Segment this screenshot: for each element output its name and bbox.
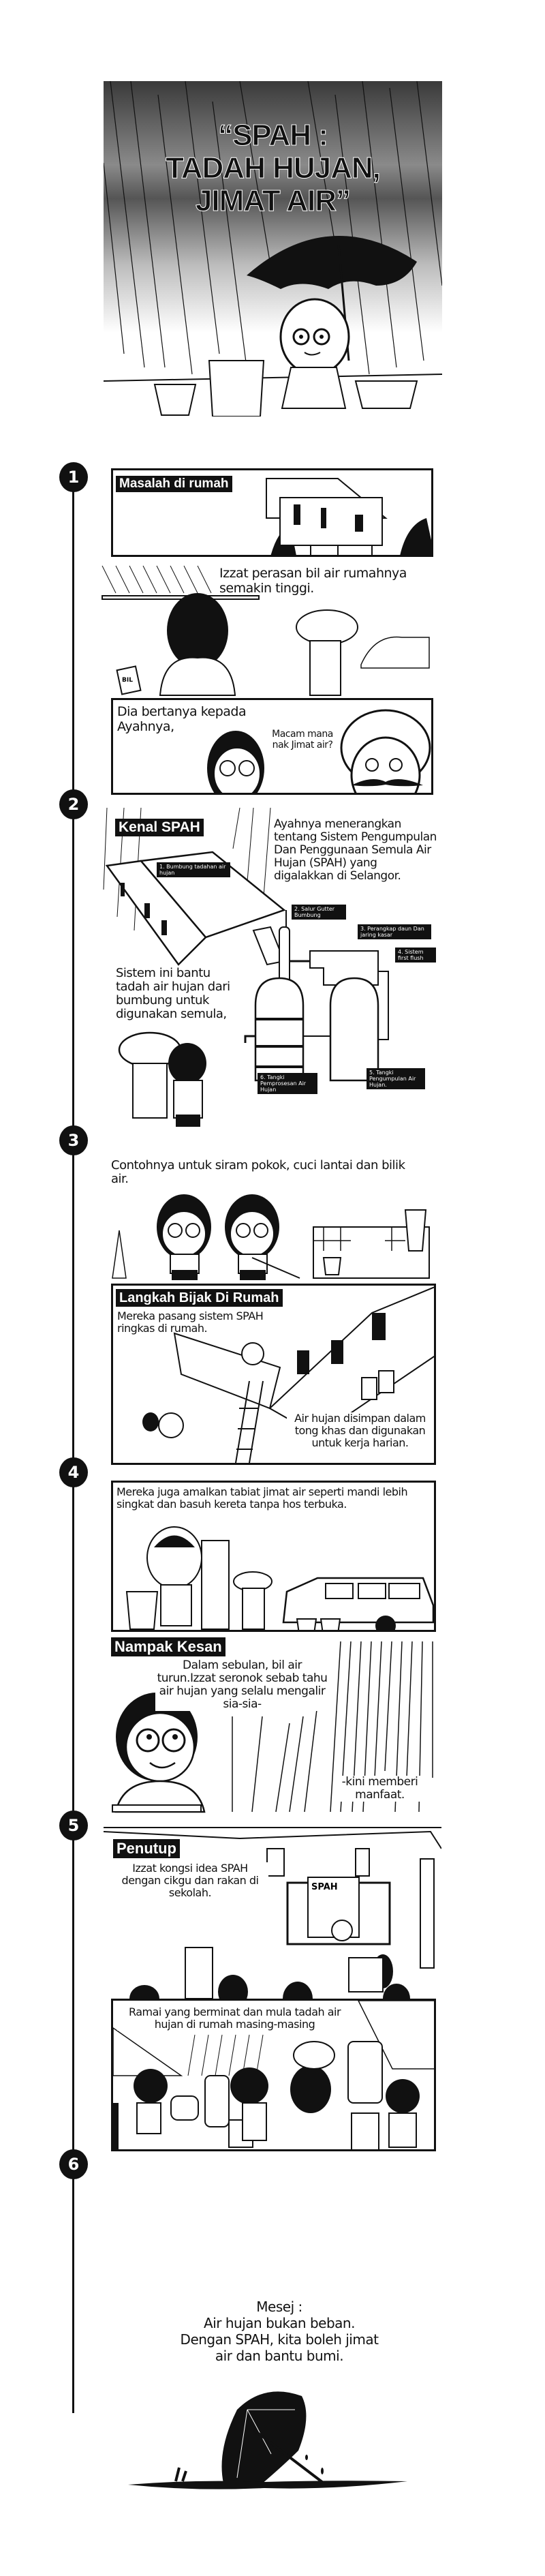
leaf-trap	[309, 950, 379, 986]
ground	[128, 2481, 407, 2489]
classroom-illustration: SPAH	[104, 1830, 441, 1999]
families-collecting-rain-illustration	[113, 2001, 434, 2149]
bathroom-illustration	[313, 1209, 430, 1279]
bucket-icon	[322, 1257, 342, 1275]
step-marker-1: 1	[59, 462, 88, 492]
section-label-masalah: Masalah di rumah	[116, 476, 232, 492]
section-label-nampak-kesan: Nampak Kesan	[111, 1637, 225, 1656]
izzat-and-father-scene: BIL	[102, 565, 430, 696]
step-marker-3: 3	[59, 1125, 88, 1155]
message-line-2: Dengan SPAH, kita boleh jimat	[180, 2331, 379, 2348]
panel-langkah-bijak: Langkah Bijak Di Rumah Mereka pasang sis…	[111, 1284, 436, 1465]
title-line-2: TADAH HUJAN,	[166, 151, 382, 185]
caption-examples: Contohnya untuk siram pokok, cuci lantai…	[111, 1158, 405, 1186]
panel-many-interested: Ramai yang berminat dan mula tadah air h…	[111, 1999, 436, 2151]
caption-install-spah: Mereka pasang sistem SPAH ringkas di rum…	[117, 1309, 264, 1335]
message-line-1: Air hujan bukan beban.	[204, 2315, 355, 2331]
fallen-umbrella-icon	[128, 2391, 407, 2489]
step-marker-6: 6	[59, 2149, 88, 2179]
boy-watering	[157, 1194, 211, 1280]
caption-explain-spah: Ayahnya menerangkan tentang Sistem Pengu…	[274, 817, 437, 883]
caption-ask-father: Dia bertanya kepada Ayahnya,	[117, 704, 247, 734]
caption-share-idea: Izzat kongsi idea SPAH dengan cikgu dan …	[112, 1862, 268, 1899]
part-label-5: 5. Tangki Pengumpulan Air Hujan.	[367, 1068, 425, 1089]
collection-tank	[329, 977, 379, 1082]
part-label-6: 6. Tangki Pemprosesan Air Hujan	[258, 1073, 317, 1094]
title-line-3: JIMAT AIR”	[195, 184, 351, 217]
buckets	[153, 360, 418, 416]
board-title: SPAH	[311, 1882, 338, 1892]
installing-spah-illustration	[142, 1286, 434, 1463]
cow-icon	[360, 636, 430, 669]
timeline-line	[72, 477, 74, 2413]
bill-paper-label: BIL	[122, 677, 133, 684]
closing-message: Mesej : Air hujan bukan beban. Dengan SP…	[143, 2299, 416, 2364]
door	[201, 1540, 230, 1630]
father-and-son-back-view	[118, 1031, 206, 1127]
step-marker-5: 5	[59, 1810, 88, 1840]
izzat-smiling	[112, 1693, 206, 1813]
plant-icon	[112, 1230, 127, 1279]
title-line-1: “SPAH :	[218, 119, 329, 152]
water-barrels	[361, 1370, 394, 1400]
child-in-raincoat	[279, 298, 350, 409]
caption-many-interested: Ramai yang berminat dan mula tadah air h…	[117, 2006, 352, 2031]
cover-title: “SPAH : TADAH HUJAN, JIMAT AIR”	[104, 119, 442, 217]
step-marker-2: 2	[59, 789, 88, 819]
cover-illustration	[104, 81, 442, 416]
caption-bill-rising: Izzat perasan bil air rumahnya semakin t…	[219, 566, 407, 596]
part-label-3: 3. Perangkap daun Dan jaring kasar	[358, 924, 431, 939]
part-label-1: 1. Bumbung tadahan air hujan	[157, 862, 230, 877]
tap-icon	[244, 1035, 255, 1043]
izzat-watching-rain-illustration	[112, 1641, 433, 1813]
section-label-penutup: Penutup	[113, 1839, 180, 1858]
panel-penutup: SPAH Penutup Izzat kongsi idea SPAH deng…	[104, 1827, 441, 1999]
caption-water-habits: Mereka juga amalkan tabiat jimat air sep…	[116, 1485, 408, 1511]
bucket-icon	[125, 1591, 159, 1630]
rain-buckets	[170, 2041, 383, 2149]
izzat-and-father-faces	[207, 709, 431, 793]
speech-how-to-save: Macam mana nak Jimat air?	[272, 729, 333, 751]
boy-mopping	[225, 1194, 300, 1280]
panel-masalah: Masalah di rumah	[111, 468, 433, 557]
caption-bill-dropped: Dalam sebulan, bil air turun.Izzat seron…	[155, 1659, 329, 1711]
step-marker-4: 4	[59, 1457, 88, 1487]
section-label-langkah-bijak: Langkah Bijak Di Rumah	[116, 1289, 283, 1307]
water-use-examples-illustration	[112, 1194, 430, 1280]
message-line-3: air dan bantu bumi.	[215, 2348, 344, 2364]
caption-now-beneficial: -kini memberi manfaat.	[337, 1776, 422, 1802]
section-label-kenal-spah: Kenal SPAH	[115, 819, 204, 836]
rain-lines	[104, 81, 442, 416]
shower-and-car-wash-illustration	[125, 1526, 434, 1630]
message-heading: Mesej :	[256, 2299, 302, 2315]
caption-water-stored: Air hujan disimpan dalam tong khas dan d…	[287, 1412, 433, 1449]
panel-water-habits: Mereka juga amalkan tabiat jimat air sep…	[111, 1481, 436, 1632]
part-label-4: 4. Sistem first flush	[395, 948, 436, 963]
kampung-house-illustration	[266, 478, 431, 555]
moustache-icon	[352, 779, 423, 787]
part-label-2: 2. Salur Gutter Bumbung	[292, 905, 346, 920]
panel-ask-father: Dia bertanya kepada Ayahnya, Macam mana …	[111, 698, 433, 795]
caption-system-helps: Sistem ini bantu tadah air hujan dari bu…	[116, 966, 230, 1021]
processing-tank	[254, 977, 305, 1082]
spah-system-diagram	[244, 910, 389, 1082]
